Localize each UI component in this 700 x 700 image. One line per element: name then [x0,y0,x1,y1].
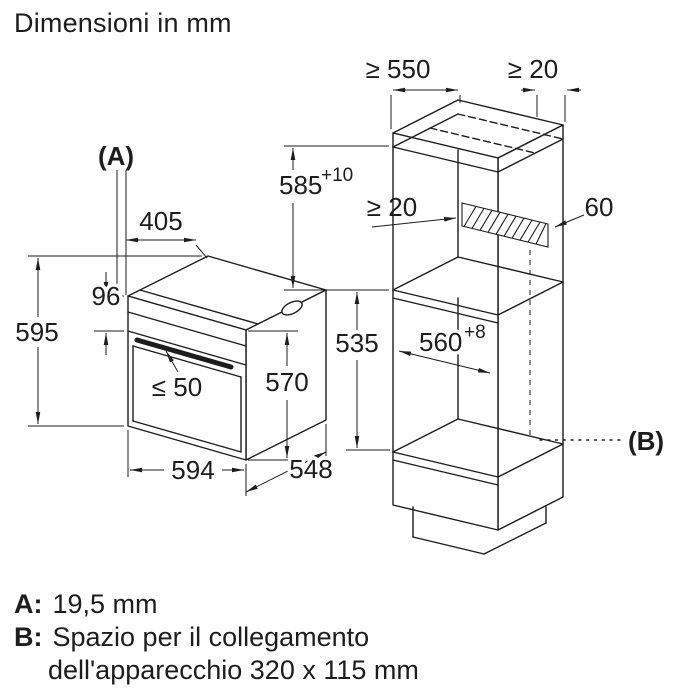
connection-area-hatching [463,206,547,245]
oven-top-frame-line [139,289,259,325]
dim-20-rear: ≥ 20 [367,192,417,222]
floor-right-edge [497,443,564,478]
label-b: (B) [628,426,664,456]
dim-560: 560 [419,327,462,357]
legend-row-b: B: Spazio per il collegamento [14,621,419,654]
control-panel-bottom-line [127,330,247,366]
niche-top-front-edge [392,146,499,173]
label-a: (A) [98,141,134,171]
shelf-underside-edge [392,297,499,324]
cabinet-plinth [412,506,547,555]
dim-560-line [398,350,491,374]
dim-550: ≥ 550 [366,54,431,84]
shelf-front-edge [392,289,499,316]
legend-row-b-continued: dell'apparecchio 320 x 115 mm [14,654,419,687]
dim-50: ≤ 50 [152,372,202,402]
shelf-left-edge [392,256,459,291]
oven-drawing: (A) 405 96 595 ≤ 50 570 [12,141,336,496]
floor-left-edge [392,418,459,453]
oven-handle [134,337,234,370]
shelf-right-edge [497,281,564,316]
dim-595: 595 [15,317,58,347]
dim-560-tolerance: +8 [464,322,486,343]
dim-570: 570 [265,367,308,397]
hidden-top-mid-edge [429,127,536,154]
legend-row-a: A: 19,5 mm [14,588,419,621]
side-grip-slot [281,300,303,316]
cabinet-niche-drawing: ≥ 550 ≥ 20 585 +10 ≥ 20 60 535 [276,54,664,555]
dim-405-ext [195,244,208,259]
dim-405: 405 [139,206,182,236]
floor-front-edge [392,451,499,478]
dim-96: 96 [92,281,121,311]
dim-20-top: ≥ 20 [508,54,558,84]
dim-548-line [245,451,327,493]
dim-20rear-leader [371,216,457,228]
legend-key-a: A: [14,589,43,619]
dim-50-leader [165,350,179,373]
dim-60: 60 [585,192,614,222]
dim-60-leader [554,214,585,228]
door-top-edge [132,345,242,378]
control-panel-top-line [127,311,247,347]
dim-548: 548 [289,454,332,484]
legend-value-b-line1: Spazio per il collegamento [52,622,370,652]
dim-585-tolerance: +10 [321,165,353,186]
legend-value-a: 19,5 mm [52,589,158,619]
niche-top-left-edge [392,113,459,148]
niche-top-right-edge [497,138,564,173]
dim-594: 594 [171,455,214,485]
cabinet-front-face [392,132,499,531]
connection-area-outline [461,202,549,248]
dim-535: 535 [335,328,378,358]
legend: A: 19,5 mm B: Spazio per il collegamento d… [14,588,419,687]
page-title: Dimensioni in mm [14,8,232,38]
hidden-top-back-edge [457,113,564,140]
shelf-back-edge [457,256,564,283]
legend-value-b-line2: dell'apparecchio 320 x 115 mm [48,655,419,685]
dim-585: 585 [279,170,322,200]
legend-key-b: B: [14,622,43,652]
floor-back-edge [457,418,564,445]
floor-underside-edge [392,459,499,486]
door-bottom-edge [132,420,242,453]
cabinet-right-face [497,124,564,531]
